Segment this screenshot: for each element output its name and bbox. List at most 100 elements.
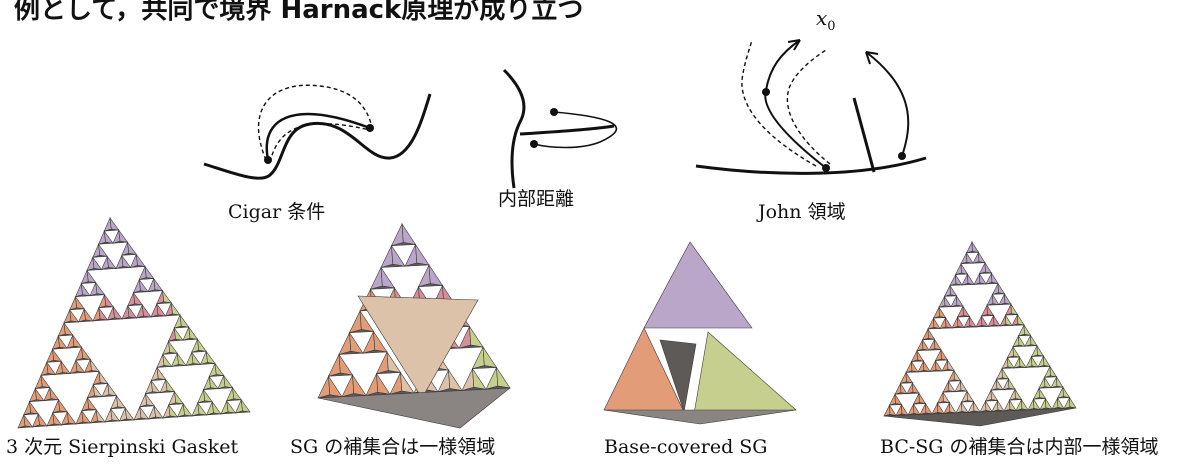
bcsg-tetra-face-left: [955, 400, 963, 414]
sg-tetra-face-base: [89, 293, 105, 297]
cigar-dashed-outer: [257, 84, 373, 161]
bcsg-tetra-face-base: [894, 392, 908, 395]
sg-block-face-right: [448, 368, 463, 391]
sg-tetra-face-right: [203, 388, 213, 403]
sg-tetra-face-right: [49, 386, 60, 401]
bcsg-tetra-face-right: [1030, 334, 1038, 347]
sg-tetra-face-base: [104, 228, 119, 232]
gasket-caption-3: Base-covered SG: [604, 436, 768, 458]
bcsg-tetra-face-left: [995, 367, 1003, 380]
sg-tetra-face-base: [107, 317, 123, 321]
bcsg-tetra-face-left: [1025, 355, 1033, 368]
sg-tetra-face-right: [58, 398, 68, 413]
bcsg-tetra-face-left: [1008, 388, 1016, 401]
bcsg-tetra-face-base: [998, 302, 1012, 306]
bcsg-tetra-face-right: [1010, 303, 1019, 316]
sg-tetra-face-right: [104, 293, 114, 308]
bcsg-tetra-face-left: [883, 403, 891, 417]
sg-tetra-face-right: [81, 409, 92, 424]
sg-tetra-face-right: [98, 306, 109, 321]
sg-tetra-face-base: [182, 337, 198, 341]
bcsg-tetra-face-right: [938, 306, 947, 319]
bcsg-tetra-face-base: [939, 326, 953, 329]
sg-block-face-base: [404, 262, 430, 267]
sg-block-face-right: [496, 366, 511, 389]
inner-path: [533, 111, 617, 149]
bcsg-tetra-face-base: [917, 370, 931, 373]
bcsg-tetra-face-left: [956, 305, 964, 318]
sg-tetra-face-base: [90, 420, 106, 424]
sg-block-face-right: [401, 222, 417, 245]
sg-tetra-face-base: [104, 419, 120, 423]
sg-tetra-face-base: [171, 364, 187, 367]
john-path: [764, 39, 827, 169]
sg-tetra-face-base: [98, 241, 114, 245]
sg-tetra-face-base: [69, 371, 85, 374]
bcsg-tetra-face-left: [975, 314, 983, 328]
sg-tetra-face-right: [174, 390, 184, 405]
sg-tetra-face-right: [173, 327, 184, 341]
sg-block-face-base: [380, 264, 406, 268]
sg-tetra-face-base: [148, 416, 164, 420]
sg-block-face-left: [348, 309, 362, 334]
bcsg-tetra-face-base: [960, 261, 974, 265]
sg-tetra-face-right: [240, 398, 251, 413]
sg-tetra-face-right: [121, 254, 132, 268]
bcsg-tetra-face-right: [949, 284, 958, 297]
bcsg-tetra-face-base: [951, 326, 965, 329]
slit: [519, 124, 615, 136]
bcsg-tetra-face-base: [961, 400, 974, 403]
sg-tetra-face-right: [46, 361, 57, 375]
bcsg-tetra-face-base: [913, 402, 926, 405]
sg-tetra-face-right: [141, 303, 152, 318]
sg-tetra-face-base: [174, 325, 189, 329]
sg-block-face-left: [485, 366, 499, 390]
sg-tetra-face-base: [133, 290, 149, 294]
bcsg-tetra-face-left: [928, 338, 936, 351]
sg-tetra-face-right: [110, 407, 121, 422]
sg-complement-solid: [317, 222, 511, 429]
bcsg-tetra-face-base: [949, 283, 963, 286]
sg-block-face-base: [338, 351, 364, 355]
bcsg-tetra-face-base: [927, 327, 941, 330]
bcsg-tetra-face-left: [936, 391, 944, 404]
bcsg-tetra-face-right: [894, 393, 903, 406]
bcsg-tetra-face-base: [922, 338, 935, 341]
bcsg-tetra-face-left: [895, 403, 903, 416]
sg-tetra-face-right: [98, 243, 108, 257]
sg-tetra-face-right: [75, 359, 86, 373]
sg-tetra-face-base: [121, 316, 137, 320]
bcsg-tetra-face-base: [957, 315, 970, 318]
bcsg-tetra-face-left: [1024, 334, 1032, 347]
bcsg-tetra-face-left: [938, 295, 946, 308]
john-boundary: [695, 156, 927, 175]
bcsg-tetra-face-right: [1001, 367, 1010, 380]
bcsg-tetra-face-left: [1039, 397, 1047, 410]
sg-tetra-face-base: [61, 422, 77, 426]
sg-block-face-base: [376, 370, 401, 375]
bcsg-tetra-face-left: [991, 282, 999, 295]
bcsg-tetra-face-right: [956, 294, 964, 307]
sg-block-face-left: [327, 353, 341, 377]
x0-label: x0: [816, 6, 836, 34]
sg-block-face-left: [417, 263, 431, 288]
sg-tetra-face-right: [72, 334, 83, 348]
bcsg-tetra-face-right: [1062, 386, 1071, 399]
bcsg-tetra-face-left: [912, 392, 920, 405]
bcsg-tetra-face-right: [889, 403, 897, 416]
bcsg-tetra-face-right: [971, 240, 980, 253]
bcsg-tetra-face-right: [918, 392, 927, 405]
sg-tetra-face-base: [101, 267, 117, 270]
slit-boundary: [502, 68, 526, 189]
bcsg-tetra-face-base: [1002, 387, 1016, 391]
sg-block-face-left: [471, 345, 485, 370]
bcsg-tetra-face-base: [1033, 397, 1046, 400]
bcsg-tetra-face-right: [961, 400, 969, 413]
sg-tetra-face-base: [58, 333, 73, 337]
bcsg-tetra-face-left: [954, 262, 962, 276]
bcsg-tetra-face-base: [992, 292, 1005, 295]
sg-tetra-face-base: [75, 358, 91, 361]
sg-tetra-face-right: [197, 338, 207, 352]
bcsg-tetra-face-right: [957, 315, 965, 328]
bcsg-tetra-face-base: [942, 390, 956, 393]
